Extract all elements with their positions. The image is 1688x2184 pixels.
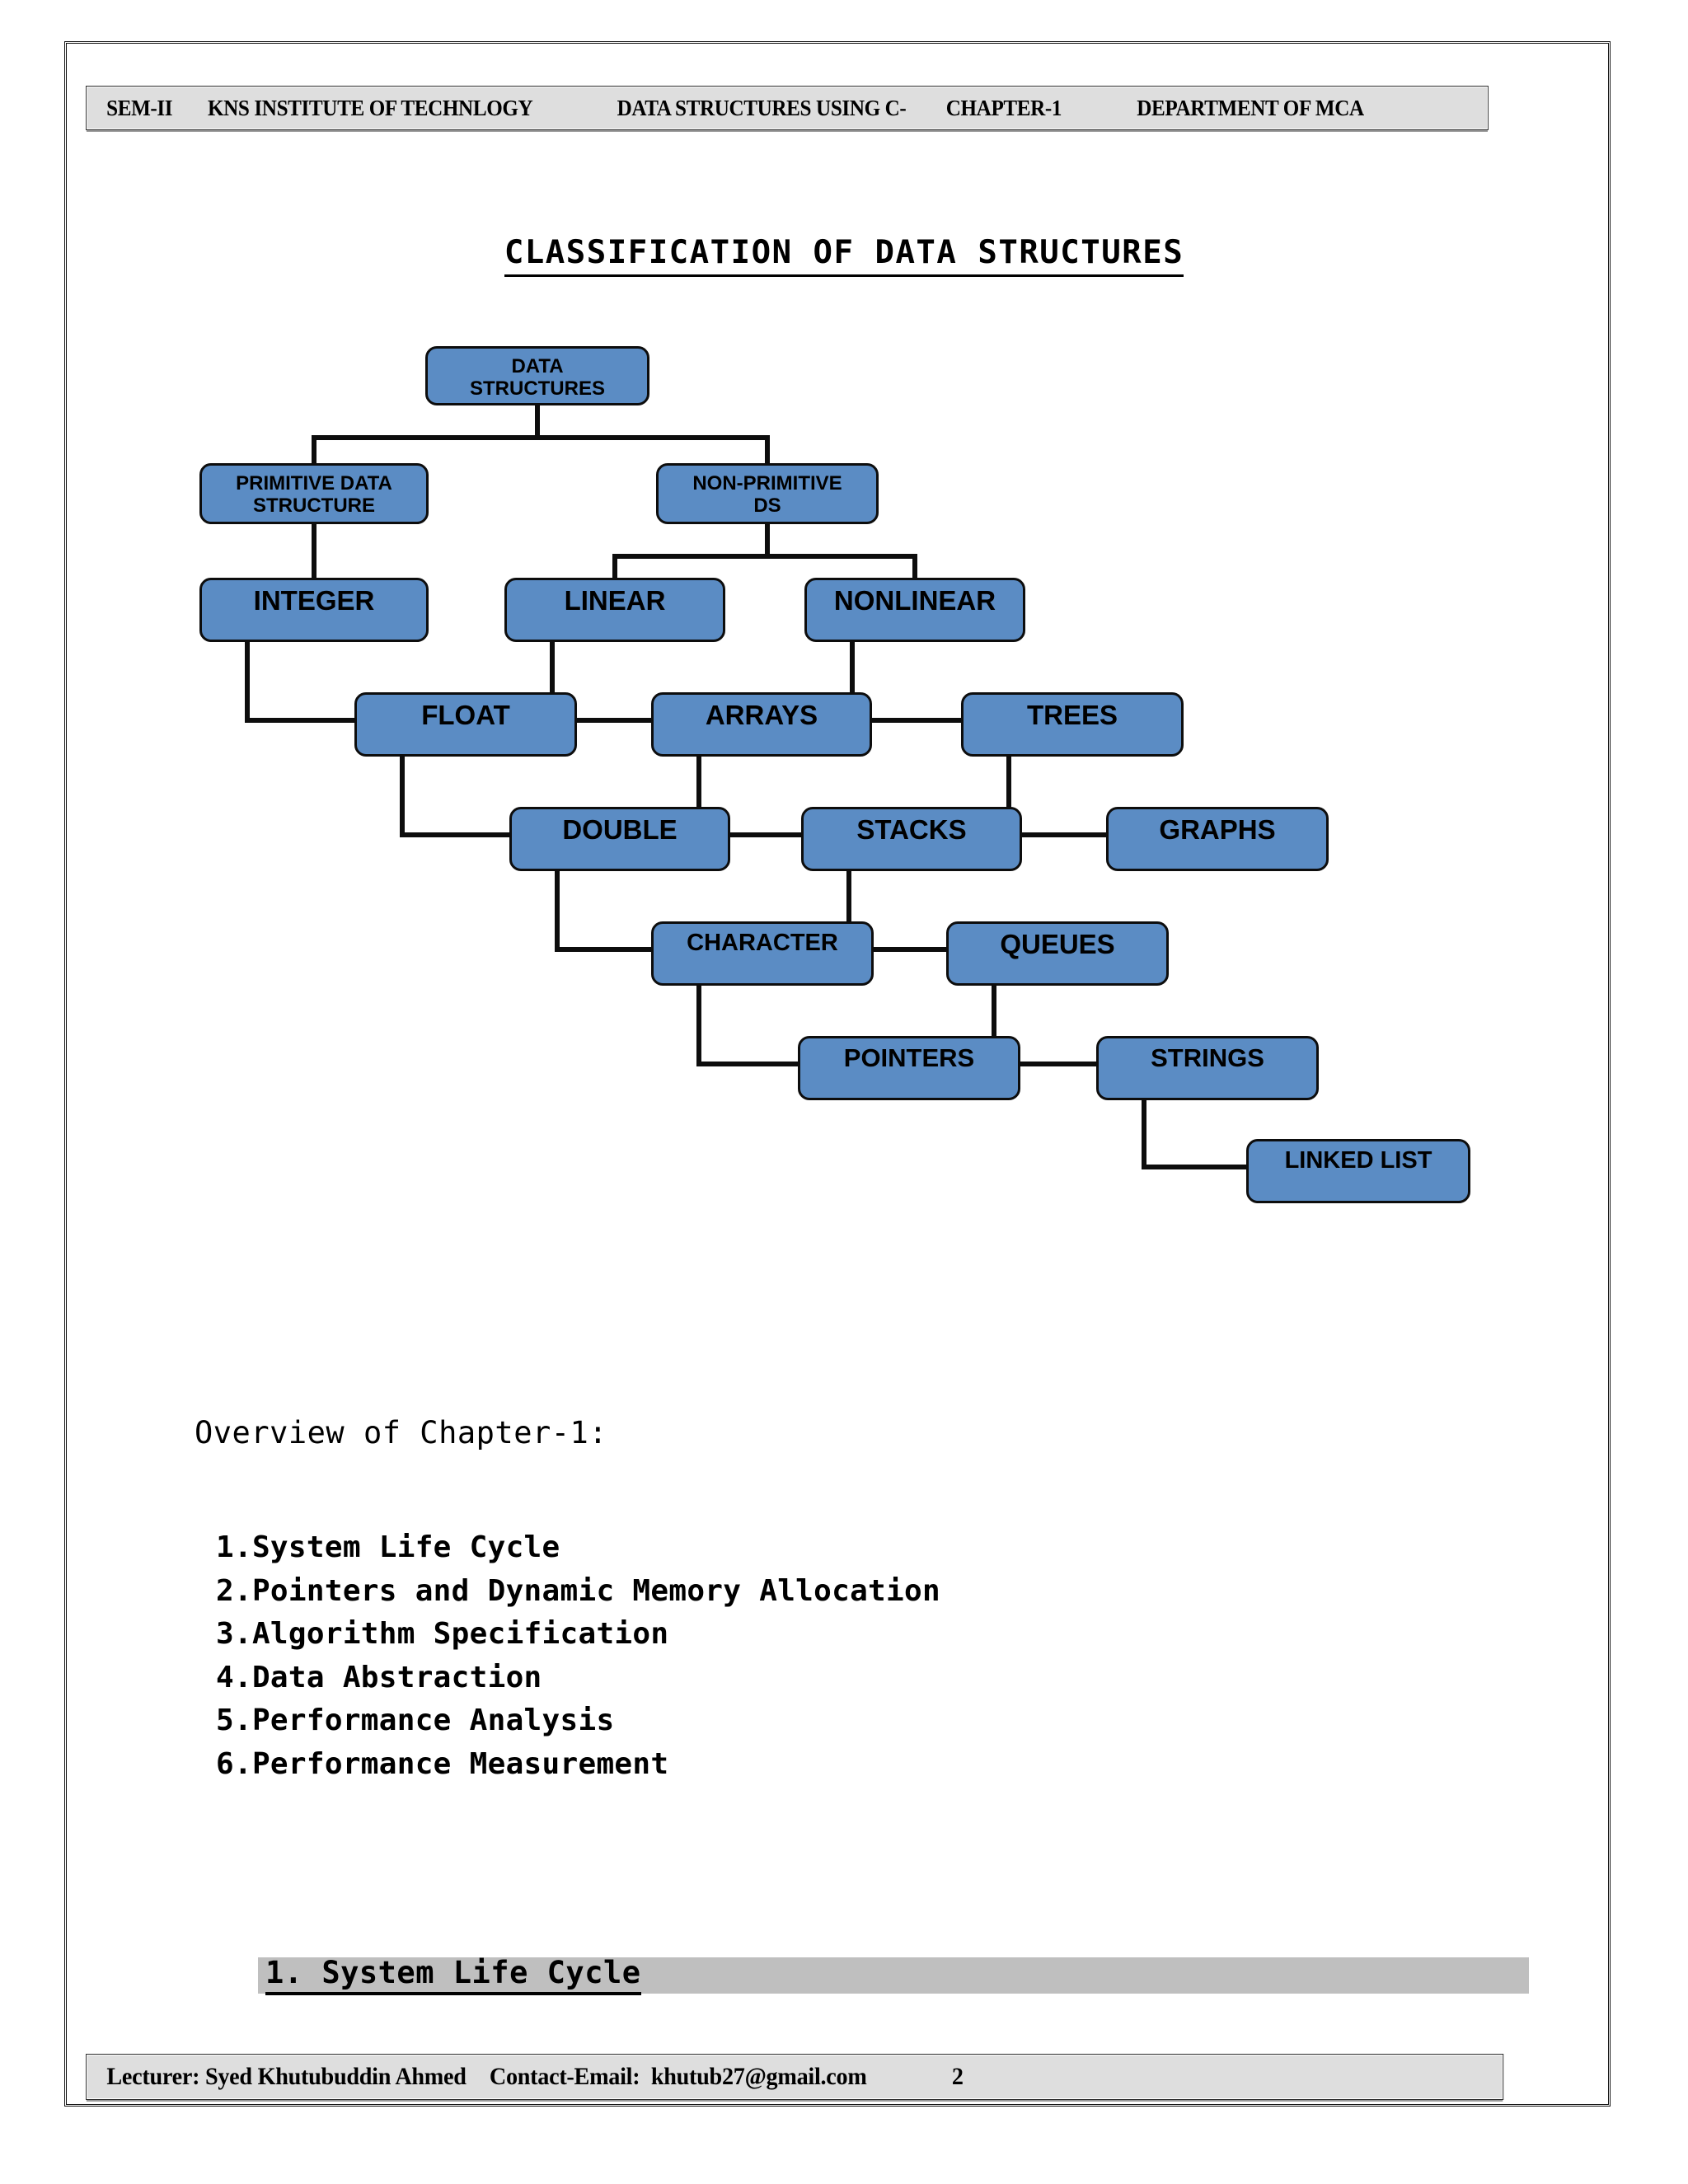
overview-list-item: 1.System Life Cycle — [216, 1530, 560, 1564]
overview-list-item: 2.Pointers and Dynamic Memory Allocation — [216, 1573, 940, 1608]
overview-list-item: 6.Performance Measurement — [216, 1746, 669, 1781]
document-header: SEM-II KNS INSTITUTE OF TECHNLOGY DATA S… — [86, 86, 1489, 130]
footer-lecturer: Lecturer: Syed Khutubuddin Ahmed — [106, 2063, 467, 2090]
footer-page-number: 2 — [951, 2063, 964, 2090]
overview-heading: Overview of Chapter-1: — [195, 1415, 608, 1451]
section-heading: 1. System Life Cycle — [265, 1955, 641, 1995]
page-title: CLASSIFICATION OF DATA STRUCTURES — [0, 234, 1688, 277]
header-chapter: CHAPTER-1 — [945, 95, 1062, 120]
overview-list-item: 5.Performance Analysis — [216, 1704, 615, 1737]
header-institute: KNS INSTITUTE OF TECHNLOGY — [207, 95, 533, 120]
overview-list-item: 4.Data Abstraction — [216, 1660, 542, 1694]
section-heading-highlight — [258, 1957, 1529, 1994]
page-title-text: CLASSIFICATION OF DATA STRUCTURES — [504, 234, 1184, 277]
header-subject: DATA STRUCTURES USING C- — [617, 95, 907, 120]
header-department: DEPARTMENT OF MCA — [1137, 95, 1364, 120]
footer-contact: Contact-Email: khutub27@gmail.com — [489, 2063, 867, 2090]
overview-list-item: 3.Algorithm Specification — [216, 1617, 669, 1651]
section-heading-label: 1. System Life Cycle — [265, 1955, 641, 1995]
page-border — [64, 41, 1611, 2107]
overview-list: 1.System Life Cycle 2.Pointers and Dynami… — [216, 1526, 940, 1786]
header-semester: SEM-II — [106, 95, 173, 120]
document-footer: Lecturer: Syed Khutubuddin Ahmed Contact… — [86, 2054, 1504, 2100]
